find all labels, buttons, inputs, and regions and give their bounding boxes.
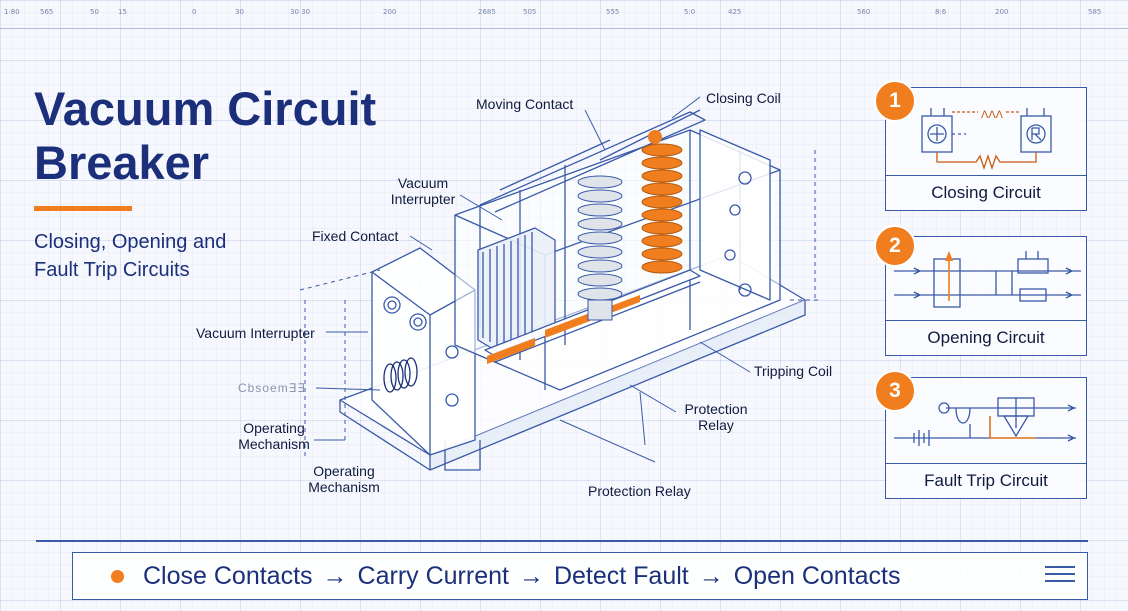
step-badge-1: 1: [874, 80, 916, 122]
ruler-tick: 565: [40, 8, 54, 16]
ruler-tick: 30: [235, 8, 244, 16]
closing-circuit-resistor-symbol: ΛΛΛ: [981, 109, 1004, 121]
step-badge-2: 2: [874, 225, 916, 267]
subtitle-line-1: Closing, Opening and: [34, 231, 227, 253]
ruler-tick: 30 30: [290, 8, 311, 16]
opening-circuit-card: Opening Circuit: [885, 236, 1087, 356]
label-vacuum-interrupter-top-line-1: Vacuum: [397, 175, 449, 191]
flow-step-carry-current: Carry Current: [357, 562, 509, 590]
top-ruler: 1:80 565 50 15 0 30 30 30 200 2685 505 5…: [0, 0, 1128, 29]
flow-step-close-contacts: Close Contacts: [143, 562, 313, 590]
page-title: Vacuum Circuit Breaker: [34, 82, 376, 190]
ruler-tick: 8:6: [935, 8, 947, 16]
label-protection-relay-right-line-1: Protection: [684, 401, 748, 417]
flow-step-detect-fault: Detect Fault: [553, 562, 689, 590]
ruler-tick: 200: [383, 8, 397, 16]
label-operating-mechanism-2: Operating Mechanism: [292, 463, 396, 495]
label-fixed-contact: Fixed Contact: [312, 228, 399, 244]
title-line-2: Breaker: [34, 136, 210, 189]
ruler-tick: 200: [995, 8, 1009, 16]
flow-step-open-contacts: Open Contacts: [733, 562, 901, 590]
subtitle-line-2: Fault Trip Circuits: [34, 259, 190, 281]
label-operating-mechanism-2-line-1: Operating: [313, 463, 375, 479]
opening-circuit-schematic: [894, 251, 1081, 308]
flow-separator: [36, 540, 1088, 542]
fault-trip-circuit-card: Fault Trip Circuit: [885, 377, 1087, 499]
label-blurred: Cbsoem∃∃: [238, 381, 306, 395]
title-underline: [34, 206, 132, 211]
flow-steps: Close Contacts → Carry Current → Detect Faul…: [143, 561, 901, 591]
closing-circuit-caption: Closing Circuit: [886, 175, 1086, 210]
closing-circuit-schematic: ΛΛΛ: [921, 108, 1052, 171]
flow-arrow-icon: →: [698, 562, 724, 590]
flow-bullet-icon: [111, 570, 124, 583]
label-operating-mechanism-1-line-1: Operating: [243, 420, 305, 436]
ruler-tick: 50: [90, 8, 99, 16]
ruler-tick: 560: [857, 8, 871, 16]
ruler-tick: 5:0: [684, 8, 696, 16]
label-protection-relay-right: Protection Relay: [668, 401, 764, 433]
process-flow-bar: Close Contacts → Carry Current → Detect Faul…: [72, 552, 1088, 600]
step-badge-3: 3: [874, 370, 916, 412]
label-vacuum-interrupter-top: Vacuum Interrupter: [368, 175, 478, 207]
label-protection-relay-bottom: Protection Relay: [588, 483, 691, 499]
flow-arrow-icon: →: [322, 562, 348, 590]
ruler-tick: 0: [192, 8, 197, 16]
ruler-tick: 2685: [478, 8, 496, 16]
ruler-tick: 555: [606, 8, 620, 16]
subtitle: Closing, Opening and Fault Trip Circuits: [34, 228, 274, 284]
fault-trip-schematic: [894, 397, 1076, 446]
label-operating-mechanism-2-line-2: Mechanism: [308, 479, 380, 495]
ruler-tick: 585: [1088, 8, 1102, 16]
label-tripping-coil: Tripping Coil: [754, 363, 833, 379]
opening-circuit-caption: Opening Circuit: [886, 320, 1086, 355]
label-vacuum-interrupter-left: Vacuum Interrupter: [196, 325, 315, 341]
label-closing-coil: Closing Coil: [706, 90, 781, 106]
closing-circuit-card: ΛΛΛ Closing Circuit: [885, 87, 1087, 211]
fault-trip-circuit-caption: Fault Trip Circuit: [886, 463, 1086, 498]
ruler-tick: 505: [523, 8, 537, 16]
label-operating-mechanism-1-line-2: Mechanism: [238, 436, 310, 452]
label-vacuum-interrupter-top-line-2: Interrupter: [390, 191, 456, 207]
label-protection-relay-right-line-2: Relay: [698, 417, 734, 433]
ruler-tick: 425: [728, 8, 742, 16]
flow-arrow-icon: →: [518, 562, 544, 590]
label-operating-mechanism-1: Operating Mechanism: [222, 420, 326, 452]
menu-lines-icon: [1045, 566, 1075, 587]
title-line-1: Vacuum Circuit: [34, 82, 377, 135]
ruler-tick: 1:80: [4, 8, 20, 16]
ruler-tick: 15: [118, 8, 127, 16]
label-moving-contact: Moving Contact: [476, 96, 574, 112]
